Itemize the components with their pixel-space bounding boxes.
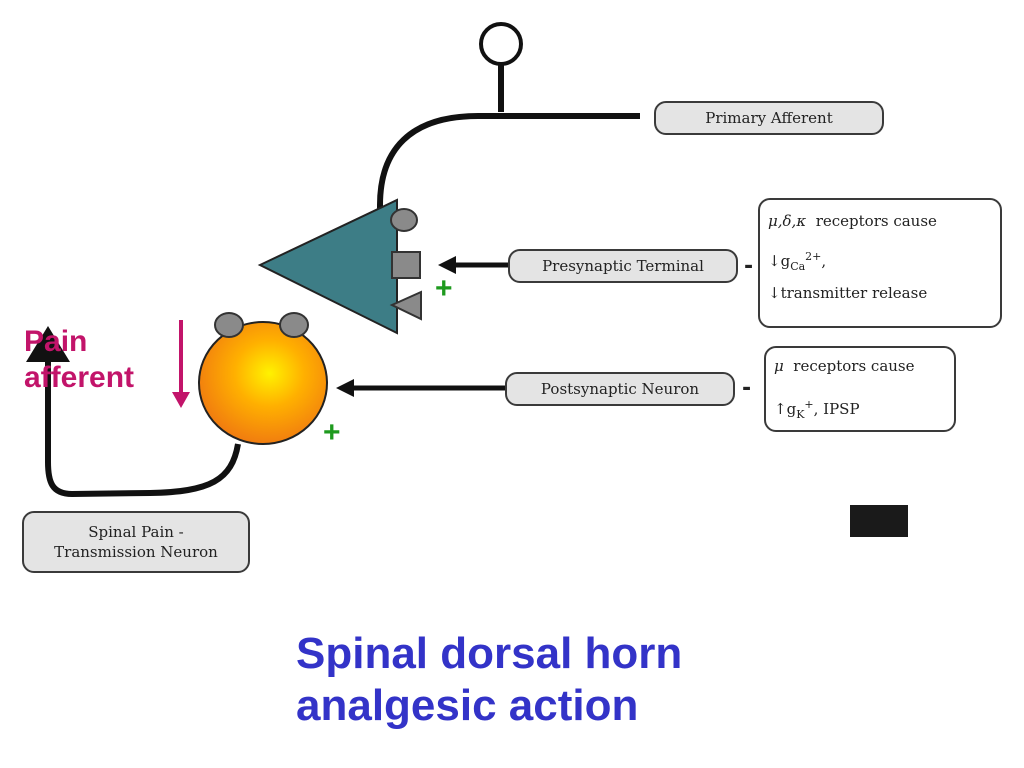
spinal-neuron-label: Spinal Pain - Transmission Neuron (22, 511, 250, 573)
transmitter-release-text: ↓transmitter release (768, 284, 928, 302)
spinal-neuron-axon (45, 358, 241, 498)
ascending-arrowhead (26, 326, 70, 362)
postsynaptic-neuron-text: Postsynaptic Neuron (540, 380, 700, 398)
calcium-subscript: Ca (790, 260, 806, 273)
pain-afferent-label: Pain afferent (24, 324, 134, 396)
pain-afferent-line1: Pain (24, 325, 88, 358)
slide-title-line2: analgesic action (296, 681, 639, 730)
mu-delta-kappa-symbols: μ,δ,κ (768, 212, 807, 230)
slide-title-line1: Spinal dorsal horn (296, 629, 683, 678)
postsynaptic-connector-dash: - (742, 376, 752, 401)
primary-afferent-text: Primary Afferent (705, 109, 833, 127)
potassium-charge: + (804, 398, 814, 411)
presynaptic-receptor-triangle (389, 290, 422, 321)
postsynaptic-neuron-body (198, 321, 328, 445)
primary-afferent-cell-body (479, 22, 523, 66)
calcium-charge: 2+ (805, 250, 822, 263)
down-arrow-icon: ↓ (768, 252, 781, 270)
presynaptic-terminal-text: Presynaptic Terminal (542, 257, 704, 275)
presynaptic-receptor-oval (390, 208, 418, 232)
presynaptic-note-conductance: ↓gCa2+, (768, 239, 992, 275)
primary-afferent-axon (377, 113, 640, 218)
postsynaptic-receptors-cause-text: receptors cause (793, 357, 915, 375)
spinal-neuron-text-line1: Spinal Pain - (88, 523, 184, 541)
postsynaptic-receptor-left (214, 312, 244, 338)
presynaptic-plus-sign: + (435, 272, 453, 305)
potassium-subscript: K (796, 408, 805, 421)
presynaptic-connector-dash: - (744, 254, 754, 279)
postsynaptic-note-conductance: ↑gK+, IPSP (774, 385, 946, 425)
postsynaptic-arrowhead (336, 379, 354, 397)
postsynaptic-neuron-label: Postsynaptic Neuron (505, 372, 735, 406)
pain-afferent-arrowhead (172, 392, 190, 408)
postsynaptic-receptor-right (279, 312, 309, 338)
black-rectangle (850, 505, 908, 537)
presynaptic-terminal-label: Presynaptic Terminal (508, 249, 738, 283)
receptors-cause-text: receptors cause (815, 212, 937, 230)
slide-title: Spinal dorsal horn analgesic action (296, 628, 682, 732)
presynaptic-terminal-triangle (257, 198, 398, 335)
conductance-symbol: g (780, 252, 791, 270)
conductance-tail: , (821, 252, 827, 270)
presynaptic-arrowhead (438, 256, 456, 274)
ipsp-text: , IPSP (813, 400, 860, 418)
postsynaptic-effect-note: μ receptors cause ↑gK+, IPSP (764, 346, 956, 432)
pain-afferent-line2: afferent (24, 361, 135, 394)
presynaptic-effect-note: μ,δ,κ receptors cause ↓gCa2+, ↓transmitt… (758, 198, 1002, 328)
postsynaptic-note-receptors: μ receptors cause (774, 351, 946, 385)
up-arrow-icon: ↑ (774, 400, 787, 418)
spinal-neuron-text-line2: Transmission Neuron (54, 543, 218, 561)
postsynaptic-conductance-symbol: g (786, 400, 797, 418)
mu-symbol: μ (774, 357, 784, 375)
presynaptic-receptor-square (391, 251, 421, 279)
presynaptic-note-receptors: μ,δ,κ receptors cause (768, 203, 992, 239)
primary-afferent-label: Primary Afferent (654, 101, 884, 135)
postsynaptic-plus-sign: + (323, 416, 341, 449)
